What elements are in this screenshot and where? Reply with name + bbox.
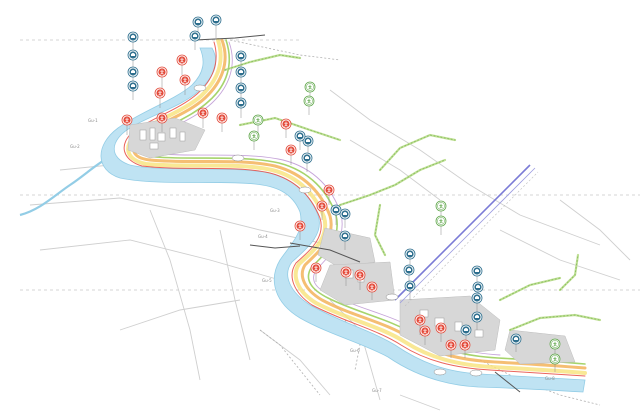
walking-icon	[549, 353, 561, 365]
svg-text:Gu-5: Gu-5	[262, 278, 272, 283]
facility-icon	[127, 66, 139, 78]
facility-icon	[127, 49, 139, 61]
activity-icon	[419, 325, 431, 337]
facility-icon	[235, 82, 247, 94]
facility-icon	[339, 230, 351, 242]
svg-text:Gu-6: Gu-6	[350, 348, 360, 353]
walking-icon	[435, 200, 447, 212]
road-network	[29, 89, 631, 411]
activity-icon	[280, 118, 292, 130]
walking-icon	[435, 215, 447, 227]
facility-icon	[460, 324, 472, 336]
walking-icon	[248, 130, 260, 142]
activity-icon	[179, 74, 191, 86]
guide-lines	[20, 39, 640, 291]
facility-icon	[301, 152, 313, 164]
facility-icon	[294, 130, 306, 142]
walking-icon	[303, 95, 315, 107]
facility-icon	[127, 31, 139, 43]
svg-text:Gu-1: Gu-1	[88, 118, 98, 123]
facility-icon	[302, 135, 314, 147]
facility-icon	[404, 280, 416, 292]
facility-icon	[189, 30, 201, 42]
facility-icon	[339, 208, 351, 220]
district-middle-south	[319, 261, 396, 306]
facility-icon	[472, 281, 484, 293]
activity-icon	[216, 112, 228, 124]
activity-icon	[156, 112, 168, 124]
activity-icon	[354, 269, 366, 281]
facility-icon	[192, 16, 204, 28]
district-north	[127, 117, 206, 159]
activity-icon	[310, 262, 322, 274]
facility-icon	[471, 311, 483, 323]
activity-icon	[366, 281, 378, 293]
activity-icon	[340, 266, 352, 278]
activity-icon	[156, 66, 168, 78]
activity-icon	[414, 314, 426, 326]
facility-icon	[235, 50, 247, 62]
facility-icon	[403, 264, 415, 276]
activity-icon	[323, 184, 335, 196]
svg-text:Gu-8: Gu-8	[545, 376, 555, 381]
facility-icon	[471, 292, 483, 304]
activity-icon	[294, 220, 306, 232]
facility-icon	[404, 248, 416, 260]
facility-icon	[235, 66, 247, 78]
activity-icon	[121, 114, 133, 126]
activity-icon	[154, 87, 166, 99]
bridges	[194, 34, 521, 393]
walking-icon	[549, 338, 561, 350]
svg-text:Gu-4: Gu-4	[258, 234, 268, 239]
oval-markers	[193, 84, 483, 377]
facility-icon	[235, 97, 247, 109]
tributary-stream	[19, 157, 109, 217]
activity-icon	[176, 54, 188, 66]
facility-icon	[330, 204, 342, 216]
rail-corridor	[394, 164, 539, 307]
activity-icon	[285, 144, 297, 156]
small-labels: Gu-1 Gu-2 Gu-3 Gu-4 Gu-5 Gu-6 Gu-7 Gu-8	[70, 118, 555, 393]
facility-icon	[210, 14, 222, 26]
activity-icon	[197, 107, 209, 119]
facility-icon	[510, 333, 522, 345]
walking-icon	[252, 114, 264, 126]
svg-text:Gu-2: Gu-2	[70, 144, 80, 149]
svg-text:Gu-7: Gu-7	[372, 388, 382, 393]
walking-icon	[304, 81, 316, 93]
activity-icon	[316, 200, 328, 212]
greenway-network	[223, 53, 602, 332]
svg-text:Gu-3: Gu-3	[270, 208, 280, 213]
activity-icon	[459, 339, 471, 351]
river	[100, 47, 586, 393]
activity-icon	[435, 322, 447, 334]
activity-icon	[445, 339, 457, 351]
facility-icon	[127, 80, 139, 92]
facility-icon	[471, 265, 483, 277]
pin-stems	[126, 25, 556, 372]
icon-pins	[121, 14, 561, 365]
